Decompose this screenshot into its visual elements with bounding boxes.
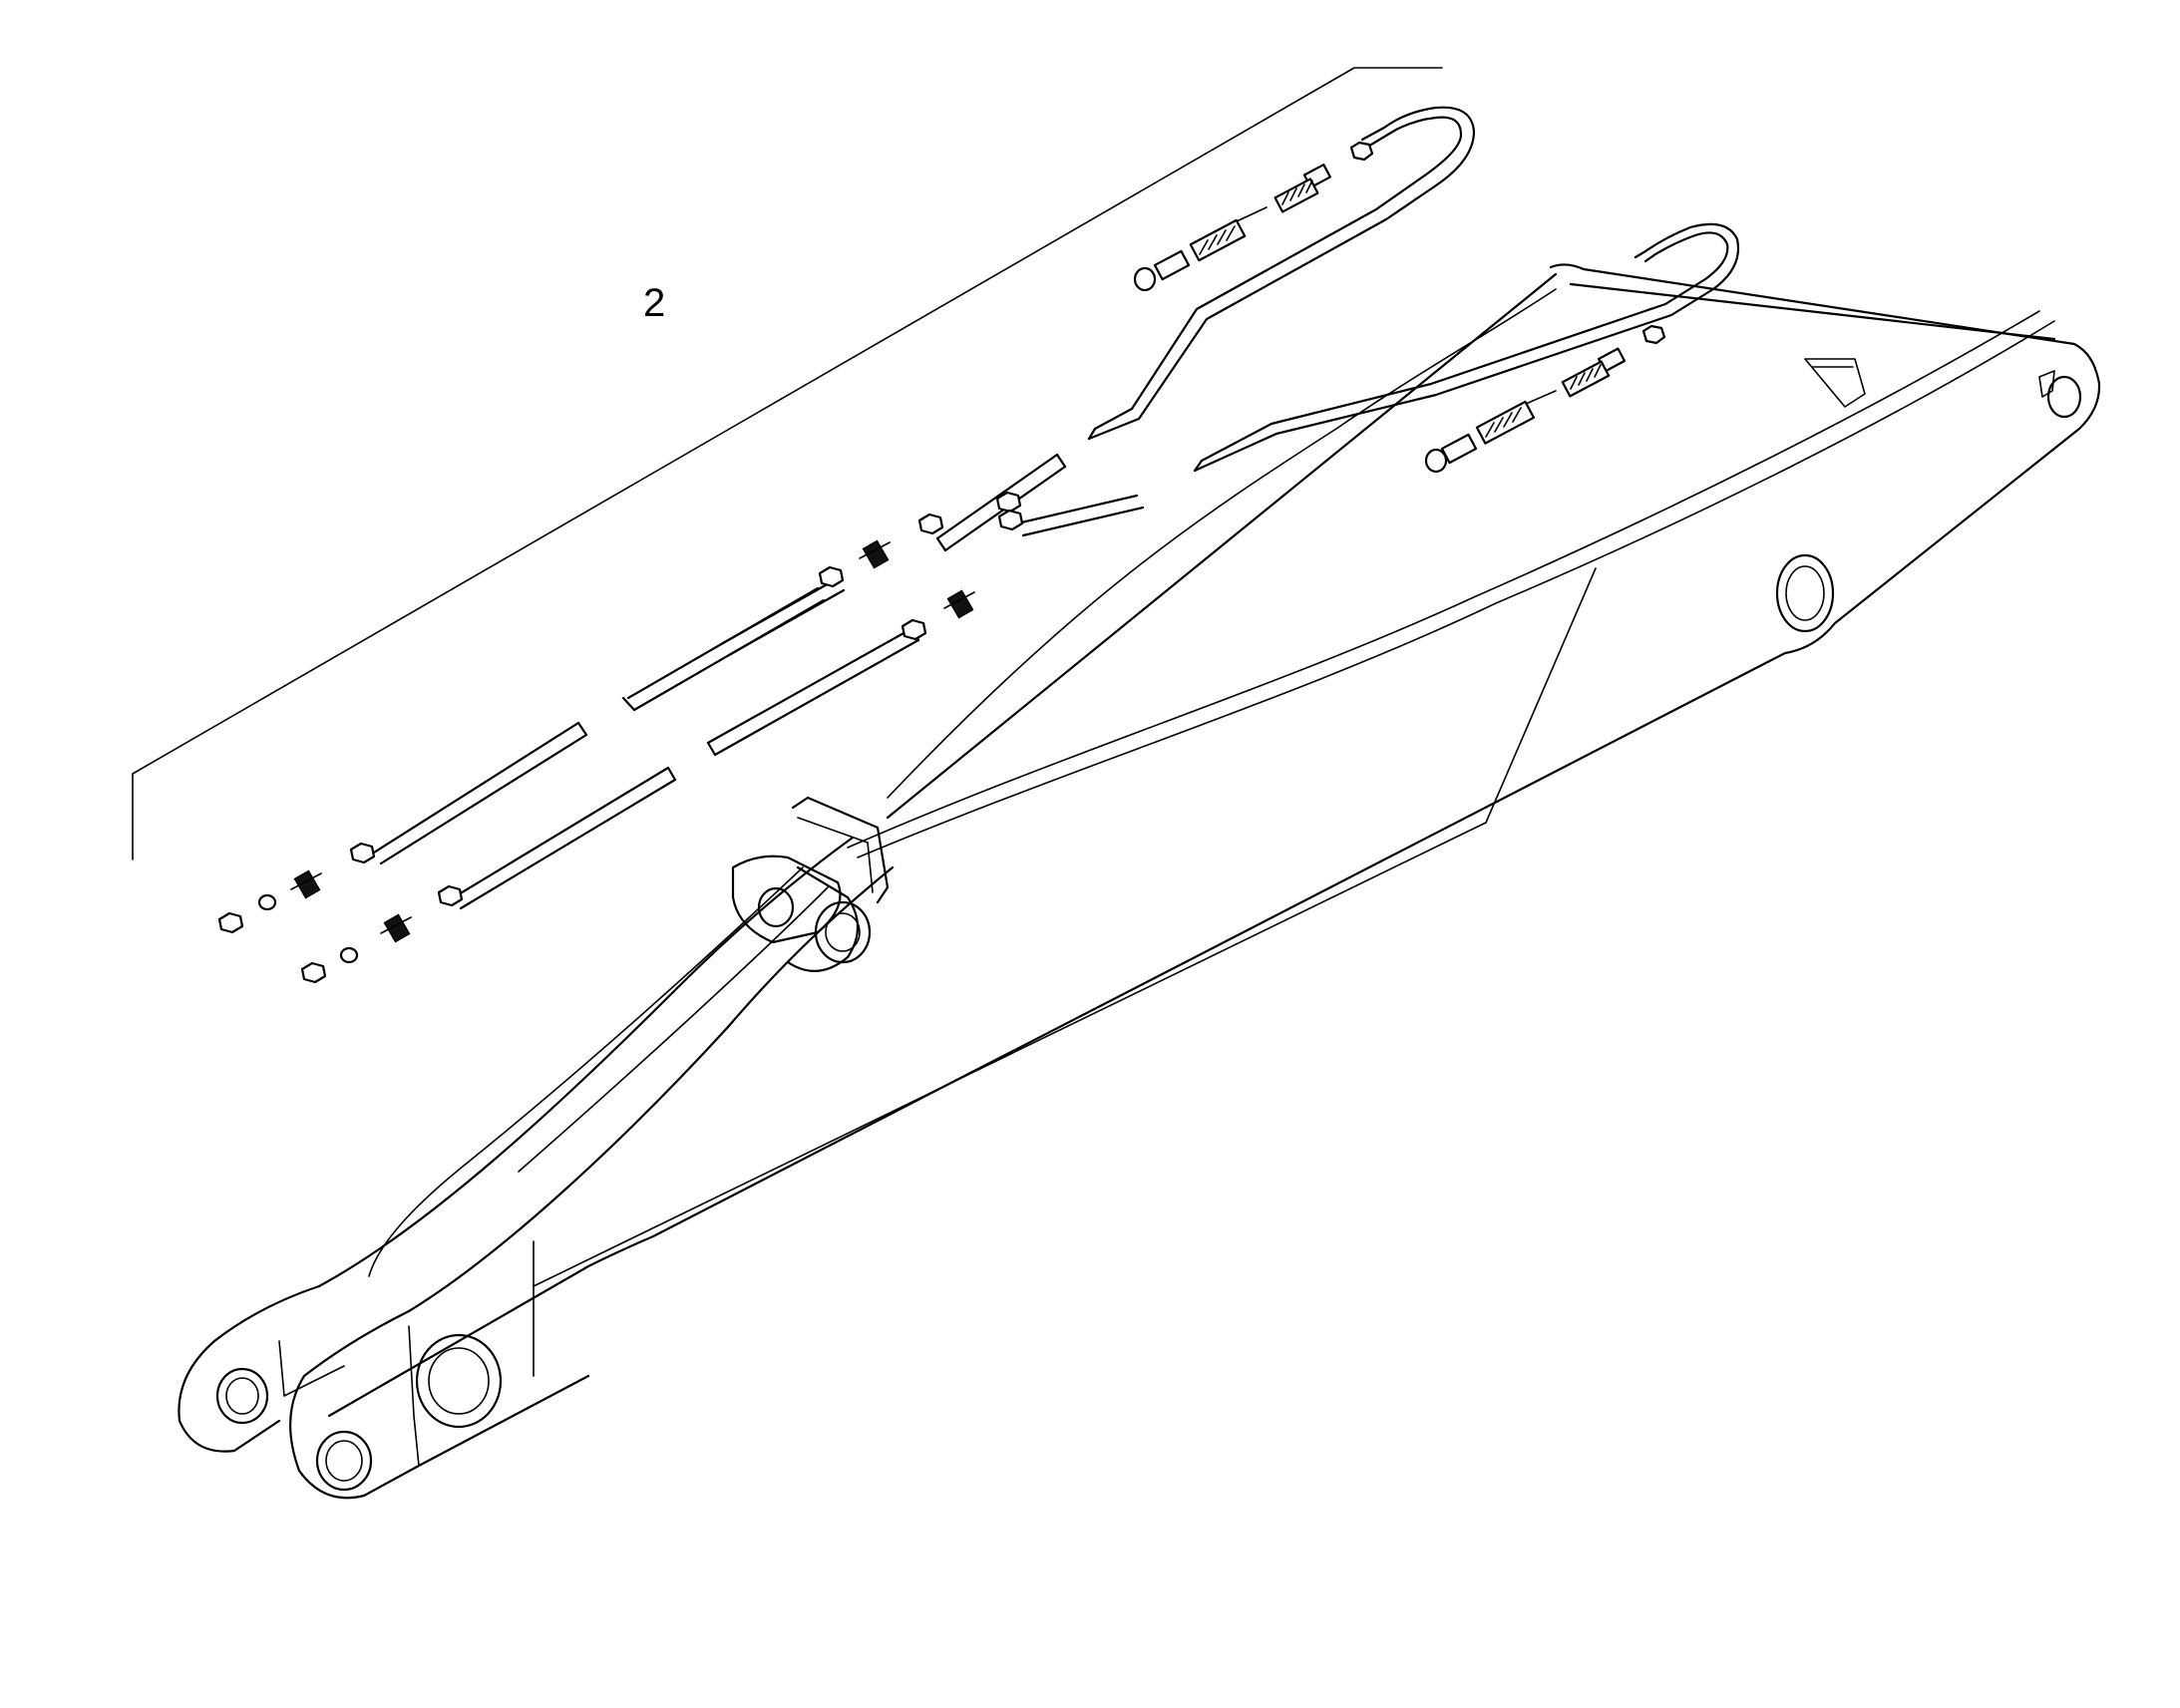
tube-segments bbox=[372, 453, 1145, 910]
fittings bbox=[217, 491, 1024, 984]
adapter-fitting bbox=[290, 869, 322, 899]
hose-assembly-upper bbox=[1133, 141, 1374, 292]
adapter-fitting bbox=[859, 539, 891, 569]
hose-line-lower bbox=[1193, 222, 1740, 473]
adapter-fitting bbox=[943, 589, 975, 619]
callout-label-2: 2 bbox=[643, 281, 665, 325]
boom-arm bbox=[178, 263, 2101, 1500]
hose-assembly-lower bbox=[1424, 324, 1666, 474]
adapter-fitting bbox=[380, 913, 412, 943]
callout-bracket bbox=[132, 67, 1443, 860]
hose-line-upper bbox=[1087, 106, 1476, 441]
